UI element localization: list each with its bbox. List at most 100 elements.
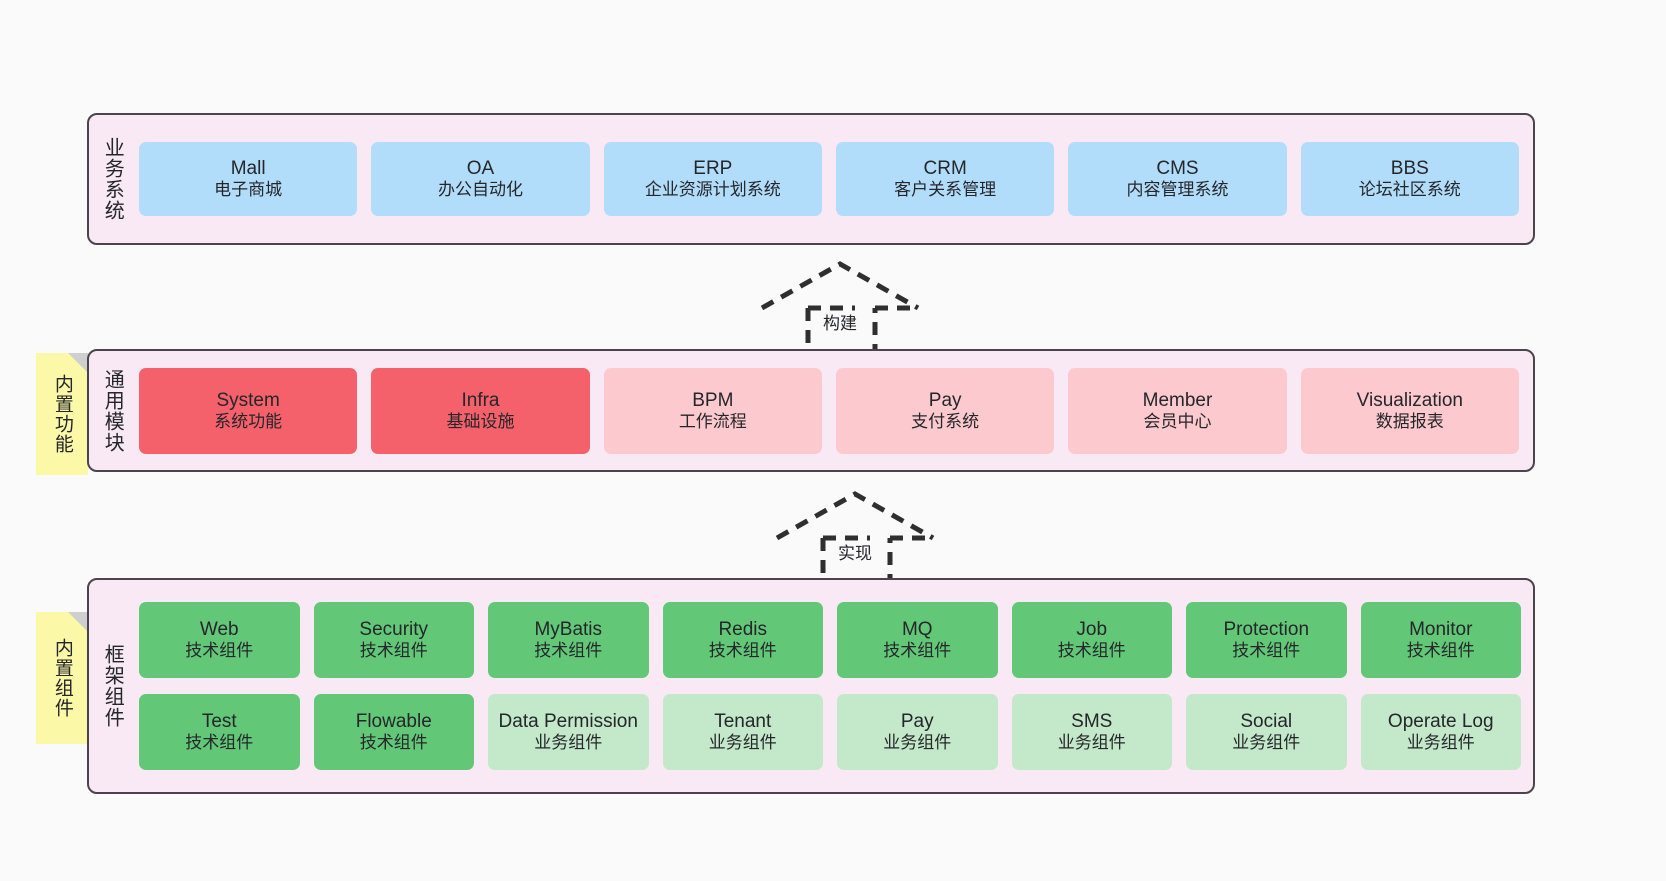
card-bpm[interactable]: BPM 工作流程	[603, 367, 822, 454]
card-title: Web	[199, 619, 239, 641]
card-pay-module[interactable]: Pay 支付系统	[835, 367, 1055, 454]
card-monitor[interactable]: Monitor 技术组件	[1360, 602, 1521, 678]
card-title: BPM	[692, 389, 734, 411]
card-title: MyBatis	[534, 619, 603, 641]
card-title: Tenant	[714, 711, 772, 733]
card-subtitle: 技术组件	[185, 733, 254, 753]
card-subtitle: 支付系统	[911, 411, 980, 431]
card-crm[interactable]: CRM 客户关系管理	[835, 142, 1055, 216]
card-subtitle: 业务组件	[534, 733, 603, 753]
card-flowable[interactable]: Flowable 技术组件	[313, 694, 474, 770]
card-mybatis[interactable]: MyBatis 技术组件	[488, 602, 649, 678]
card-infra[interactable]: Infra 基础设施	[371, 367, 590, 454]
band-cards-business-systems: Mall 电子商城 OA 办公自动化 ERP 企业资源计划系统 CRM 客户关系…	[135, 115, 1533, 243]
arrow-shaft	[805, 308, 878, 357]
arrow-build: 构建	[760, 261, 920, 362]
component-row-business: Test 技术组件 Flowable 技术组件 Data Permission …	[139, 694, 1521, 770]
card-member[interactable]: Member 会员中心	[1068, 367, 1287, 454]
card-subtitle: 业务组件	[1057, 733, 1126, 753]
card-title: Test	[201, 711, 237, 733]
card-security[interactable]: Security 技术组件	[313, 602, 474, 678]
card-cms[interactable]: CMS 内容管理系统	[1068, 142, 1287, 216]
arrow-implement: 实现	[775, 491, 935, 592]
card-subtitle: 办公自动化	[437, 180, 523, 200]
card-title: OA	[466, 158, 495, 180]
band-label-common-modules: 通用模块	[101, 368, 124, 453]
card-subtitle: 技术组件	[883, 641, 952, 661]
card-title: Social	[1240, 711, 1293, 733]
card-subtitle: 技术组件	[359, 641, 428, 661]
card-title: CRM	[923, 158, 967, 180]
card-bbs[interactable]: BBS 论坛社区系统	[1300, 142, 1519, 216]
card-subtitle: 工作流程	[678, 411, 747, 431]
card-subtitle: 内容管理系统	[1126, 180, 1229, 200]
card-title: ERP	[693, 158, 733, 180]
card-visualization[interactable]: Visualization 数据报表	[1300, 367, 1519, 454]
card-title: Data Permission	[498, 711, 638, 733]
card-subtitle: 业务组件	[708, 733, 777, 753]
card-subtitle: 业务组件	[1232, 733, 1301, 753]
card-sms[interactable]: SMS 业务组件	[1011, 694, 1172, 770]
sticky-note-label: 内置功能	[51, 374, 73, 454]
arrow-label-implement: 实现	[838, 544, 872, 563]
card-title: Infra	[461, 389, 500, 411]
card-subtitle: 论坛社区系统	[1358, 180, 1461, 200]
arrow-head-outline	[775, 491, 935, 541]
card-title: Security	[359, 619, 429, 641]
card-title: Pay	[900, 711, 934, 733]
card-mall[interactable]: Mall 电子商城	[139, 142, 358, 216]
card-protection[interactable]: Protection 技术组件	[1186, 602, 1347, 678]
card-oa[interactable]: OA 办公自动化	[371, 142, 590, 216]
arrow-label-build: 构建	[823, 314, 857, 333]
card-title: MQ	[901, 619, 933, 641]
card-pay-component[interactable]: Pay 业务组件	[837, 694, 998, 770]
sticky-note-label: 内置组件	[51, 638, 73, 718]
card-data-permission[interactable]: Data Permission 业务组件	[488, 694, 649, 770]
card-title: System	[216, 389, 280, 411]
card-subtitle: 业务组件	[883, 733, 952, 753]
card-title: Visualization	[1356, 389, 1463, 411]
band-label-framework-components: 框架组件	[101, 644, 124, 728]
card-title: Mall	[230, 158, 266, 180]
card-title: Pay	[928, 389, 962, 411]
band-business-systems: 业务系统 Mall 电子商城 OA 办公自动化 ERP 企业资源计划系统 CRM…	[87, 113, 1535, 245]
card-subtitle: 电子商城	[214, 180, 283, 200]
card-title: Member	[1142, 389, 1213, 411]
card-subtitle: 技术组件	[534, 641, 603, 661]
sticky-note-builtin-components: 内置组件	[36, 612, 88, 744]
card-mq[interactable]: MQ 技术组件	[837, 602, 998, 678]
card-title: Redis	[718, 619, 768, 641]
card-subtitle: 技术组件	[1406, 641, 1475, 661]
card-job[interactable]: Job 技术组件	[1011, 602, 1172, 678]
band-common-modules: 通用模块 System 系统功能 Infra 基础设施 BPM 工作流程 Pay…	[87, 349, 1535, 472]
band-cards-common-modules: System 系统功能 Infra 基础设施 BPM 工作流程 Pay 支付系统…	[135, 351, 1533, 470]
card-test[interactable]: Test 技术组件	[139, 694, 300, 770]
card-erp[interactable]: ERP 企业资源计划系统	[603, 142, 822, 216]
band-cards-framework-components: Web 技术组件 Security 技术组件 MyBatis 技术组件 Redi…	[135, 580, 1533, 792]
card-title: Protection	[1223, 619, 1310, 641]
card-subtitle: 会员中心	[1143, 411, 1212, 431]
card-subtitle: 技术组件	[185, 641, 254, 661]
card-subtitle: 业务组件	[1406, 733, 1475, 753]
arrow-head-outline	[760, 261, 920, 311]
card-web[interactable]: Web 技术组件	[139, 602, 300, 678]
card-title: SMS	[1071, 711, 1113, 733]
card-subtitle: 客户关系管理	[894, 180, 997, 200]
card-subtitle: 技术组件	[1057, 641, 1126, 661]
band-label-business-systems: 业务系统	[101, 137, 124, 221]
card-operate-log[interactable]: Operate Log 业务组件	[1360, 694, 1521, 770]
card-title: Flowable	[355, 711, 432, 733]
card-title: BBS	[1390, 158, 1429, 180]
card-redis[interactable]: Redis 技术组件	[662, 602, 823, 678]
card-title: Operate Log	[1387, 711, 1494, 733]
card-subtitle: 技术组件	[708, 641, 777, 661]
card-subtitle: 基础设施	[446, 411, 515, 431]
card-subtitle: 企业资源计划系统	[644, 180, 781, 200]
card-title: Monitor	[1409, 619, 1473, 641]
card-tenant[interactable]: Tenant 业务组件	[662, 694, 823, 770]
arrow-shaft	[820, 538, 893, 587]
card-system[interactable]: System 系统功能	[139, 367, 358, 454]
card-subtitle: 数据报表	[1375, 411, 1444, 431]
card-social[interactable]: Social 业务组件	[1186, 694, 1347, 770]
